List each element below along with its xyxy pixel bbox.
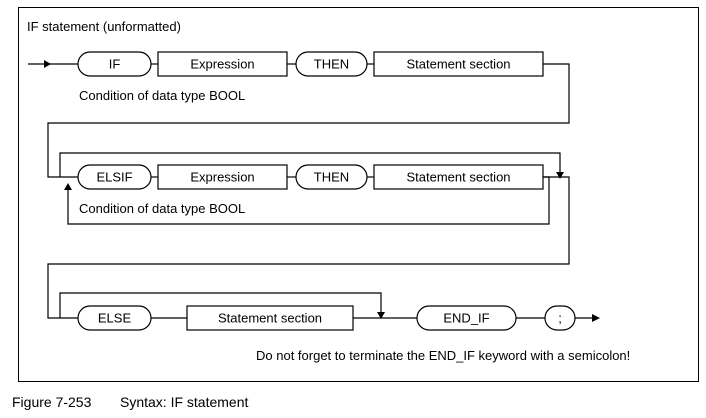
- elsif-then-keyword-label: THEN: [314, 170, 349, 185]
- elsif-statement-section-label: Statement section: [406, 170, 510, 185]
- diagram-frame: [18, 7, 699, 382]
- expression-label: Expression: [190, 57, 254, 72]
- figure-caption: Syntax: IF statement: [120, 394, 248, 410]
- exit-arrow: [592, 314, 600, 322]
- end-if-keyword-label: END_IF: [443, 311, 489, 326]
- entry-arrow: [44, 60, 51, 68]
- statement-section-label: Statement section: [406, 57, 510, 72]
- then-keyword-label: THEN: [314, 57, 349, 72]
- row-else: ELSE Statement section END_IF ;: [59, 292, 600, 331]
- bypass-arrow: [556, 172, 564, 179]
- elsif-condition-note: Condition of data type BOOL: [79, 201, 245, 216]
- repeat-arrow: [64, 183, 72, 190]
- statement-section-box: [373, 51, 544, 77]
- else-keyword-label: ELSE: [98, 311, 132, 326]
- semicolon-label: ;: [558, 311, 562, 326]
- else-statement-section-label: Statement section: [218, 311, 322, 326]
- else-statement-section-box: [186, 305, 354, 331]
- condition-note: Condition of data type BOOL: [79, 88, 245, 103]
- row-if: IF Expression THEN Statement section Con…: [28, 51, 570, 178]
- figure-number: Figure 7-253: [12, 394, 92, 410]
- diagram-title: IF statement (unformatted): [27, 19, 181, 34]
- elsif-expression-label: Expression: [190, 170, 254, 185]
- else-bypass-arrow: [377, 312, 385, 319]
- elsif-expression-box: [157, 164, 288, 190]
- row-elsif: ELSIF Expression THEN Statement section …: [47, 152, 570, 319]
- elsif-statement-section-box: [373, 164, 544, 190]
- semicolon-note: Do not forget to terminate the END_IF ke…: [256, 348, 630, 363]
- elsif-keyword-label: ELSIF: [96, 170, 132, 185]
- if-keyword-label: IF: [109, 57, 121, 72]
